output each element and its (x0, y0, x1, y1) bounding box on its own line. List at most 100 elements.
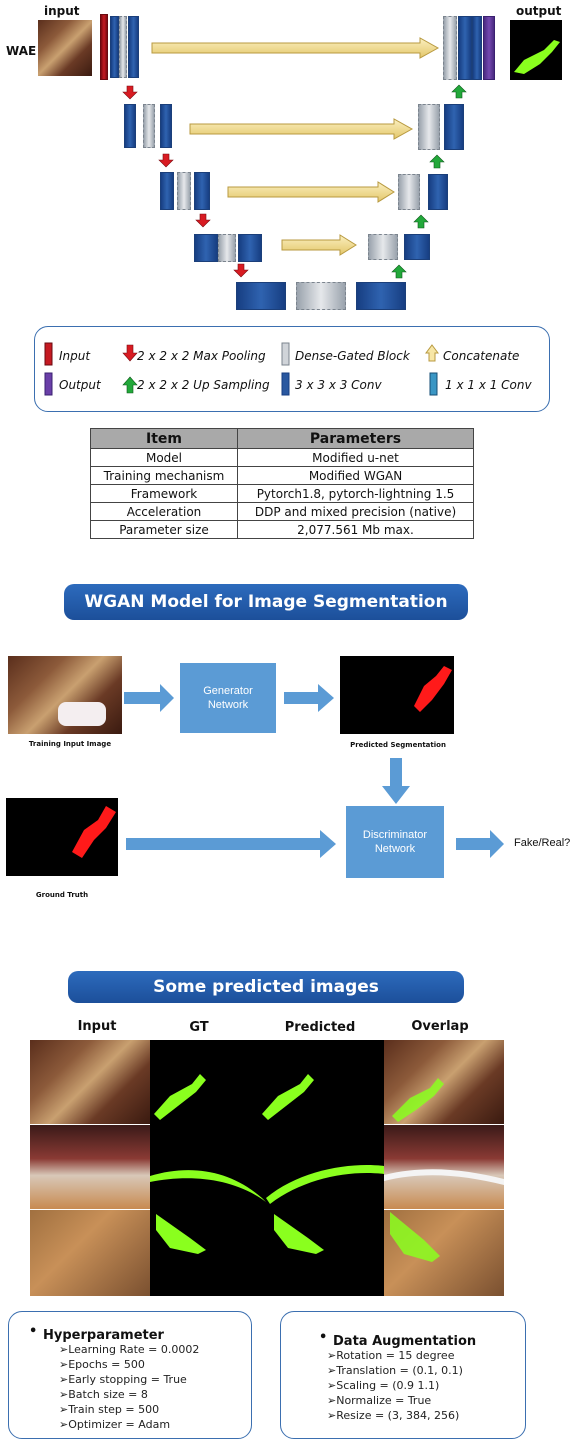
legend-dense-label: Dense-Gated Block (295, 349, 410, 363)
discriminator-label: Discriminator Network (362, 828, 428, 855)
dense-gated-block (398, 174, 420, 210)
legend-input-icon (44, 342, 53, 366)
legend-concat-label: Concatenate (443, 349, 520, 363)
column-header-overlap: Overlap (411, 1019, 469, 1034)
column-header-predicted: Predicted (284, 1020, 356, 1035)
table-row: Acceleration DDP and mixed precision (na… (90, 502, 474, 521)
input-image-2 (30, 1125, 150, 1209)
table-cell: DDP and mixed precision (native) (237, 502, 474, 521)
gt-mask-3 (156, 1214, 206, 1254)
input-label: input (44, 4, 80, 18)
predicted-mask (414, 666, 452, 712)
bullet-icon: • (29, 1324, 38, 1339)
dense-gated-block (368, 234, 398, 260)
ground-truth-caption: Ground Truth (35, 891, 89, 899)
legend-output-icon (44, 372, 53, 396)
legend-maxpool-label: 2 x 2 x 2 Max Pooling (137, 349, 266, 363)
table-row: Training mechanism Modified WGAN (90, 466, 474, 485)
unet-arrows (122, 37, 467, 279)
training-input-caption: Training Input Image (28, 740, 112, 748)
conv-block (110, 16, 119, 78)
table-row: Parameter size 2,077.561 Mb max. (90, 520, 474, 539)
hyperparameter-list: ➢Learning Rate = 0.0002 ➢Epochs = 500 ➢E… (59, 1342, 199, 1432)
table-cell: Modified WGAN (237, 466, 474, 485)
pred-mask-3 (274, 1214, 324, 1254)
list-item: ➢Epochs = 500 (59, 1358, 145, 1371)
table-row: Model Modified u-net (90, 448, 474, 467)
conv-block (444, 104, 464, 150)
table-header: Parameters (237, 428, 474, 449)
table-row: Framework Pytorch1.8, pytorch-lightning … (90, 484, 474, 503)
gt-mask-2 (150, 1170, 266, 1202)
wgan-banner: WGAN Model for Image Segmentation (64, 584, 468, 620)
fake-real-label: Fake/Real? (514, 837, 571, 849)
conv-block (194, 234, 218, 262)
conv-block (458, 16, 472, 80)
mask-shapes (150, 1074, 384, 1254)
training-input-image (8, 656, 122, 734)
input-thumbnail (38, 20, 92, 76)
table-cell: Acceleration (90, 502, 238, 521)
list-item: ➢Train step = 500 (59, 1403, 160, 1416)
dense-gated-block (296, 282, 346, 310)
overlap-mask-3 (390, 1212, 440, 1262)
legend-box: Input Output 2 x 2 x 2 Max Pooling 2 x 2… (34, 326, 550, 412)
parameter-table: Item Parameters Model Modified u-net Tra… (90, 428, 474, 539)
conv-block (472, 16, 482, 80)
conv-block (428, 174, 448, 210)
list-item: ➢Optimizer = Adam (59, 1418, 171, 1431)
ground-truth-mask (72, 806, 116, 858)
gt-mask-1 (154, 1074, 206, 1120)
ground-truth-image (6, 798, 118, 876)
conv-block (238, 234, 262, 262)
gauze-shape (58, 702, 106, 726)
dense-gated-block (218, 234, 236, 262)
legend-upsample-icon (122, 376, 138, 394)
input-image-3 (30, 1210, 150, 1296)
overlap-image-2 (384, 1125, 504, 1209)
overlap-mask-1 (392, 1078, 444, 1122)
table-cell: Parameter size (90, 520, 238, 539)
dense-gated-block (177, 172, 191, 210)
wae-label: WAE (6, 44, 37, 58)
augmentation-title: Data Augmentation (333, 1334, 477, 1349)
table-header: Item (90, 428, 238, 449)
list-item: ➢Early stopping = True (59, 1373, 187, 1386)
list-item: ➢Translation = (0.1, 0.1) (327, 1364, 463, 1377)
table-header-row: Item Parameters (90, 428, 474, 449)
conv-block (128, 16, 139, 78)
list-item: ➢Normalize = True (327, 1394, 432, 1407)
legend-conv1-label: 1 x 1 x 1 Conv (445, 378, 532, 392)
wgan-arrows (124, 684, 504, 858)
table-cell: Training mechanism (90, 466, 238, 485)
legend-concat-icon (425, 344, 439, 362)
predicted-banner: Some predicted images (68, 971, 464, 1003)
legend-conv1-icon (429, 372, 438, 396)
overlap-mask-2 (384, 1169, 504, 1185)
list-item: ➢Learning Rate = 0.0002 (59, 1343, 200, 1356)
legend-conv3-icon (281, 372, 290, 396)
legend-dense-icon (281, 342, 290, 366)
overlap-image-1 (384, 1040, 504, 1124)
conv-block (236, 282, 286, 310)
column-header-input: Input (77, 1019, 117, 1034)
mask-area (150, 1040, 384, 1296)
pred-mask-1 (262, 1074, 314, 1120)
augmentation-header: • Data Augmentation (319, 1330, 477, 1349)
dense-gated-block (418, 104, 440, 150)
predicted-segmentation-image (340, 656, 454, 734)
legend-conv3-label: 3 x 3 x 3 Conv (295, 378, 382, 392)
list-item: ➢Scaling = (0.9 1.1) (327, 1379, 440, 1392)
dense-gated-block (119, 16, 127, 78)
table-cell: Framework (90, 484, 238, 503)
generator-network-box: Generator Network (180, 663, 276, 733)
hyperparameter-title: Hyperparameter (43, 1328, 164, 1343)
augmentation-list: ➢Rotation = 15 degree ➢Translation = (0.… (327, 1348, 463, 1423)
table-cell: 2,077.561 Mb max. (237, 520, 474, 539)
conv-block (356, 282, 406, 310)
hyperparameter-header: • Hyperparameter (29, 1324, 164, 1343)
column-header-gt: GT (189, 1020, 209, 1035)
conv-block (160, 172, 174, 210)
dense-gated-block (443, 16, 457, 80)
table-cell: Pytorch1.8, pytorch-lightning 1.5 (237, 484, 474, 503)
